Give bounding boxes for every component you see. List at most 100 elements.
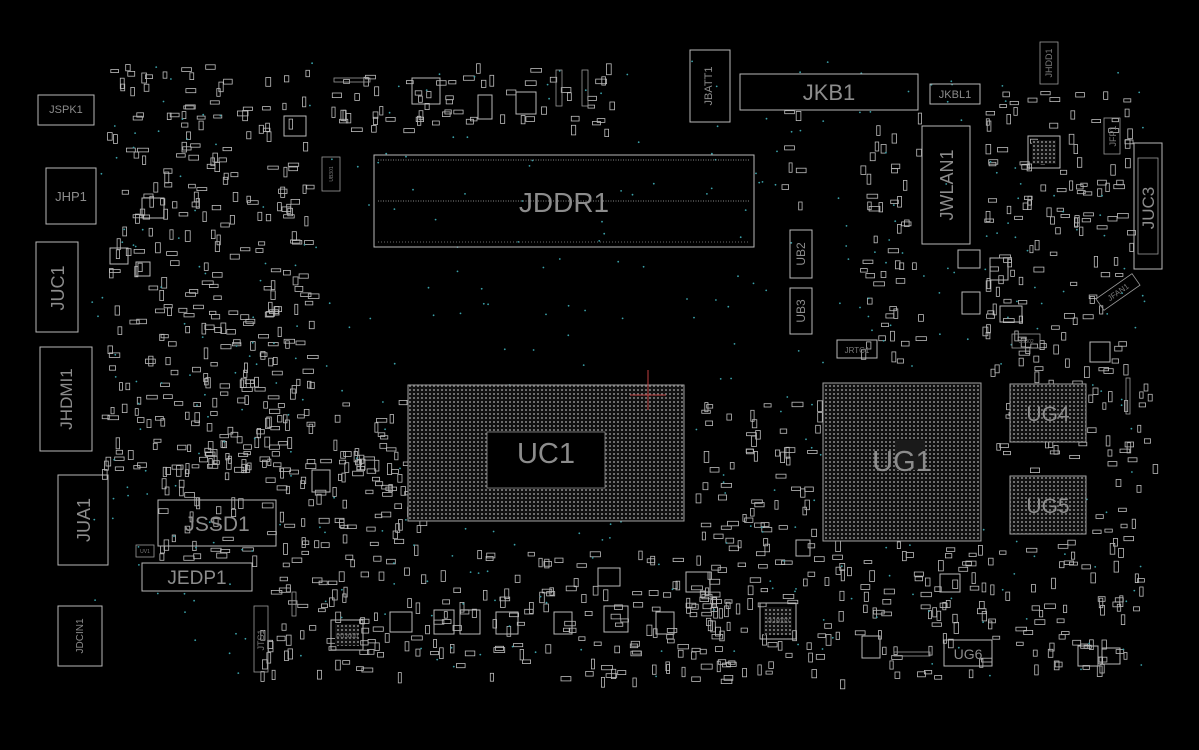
- connector-jedp1[interactable]: JEDP1: [141, 562, 253, 592]
- smd-pad: [832, 554, 843, 560]
- via-dot: [578, 532, 581, 535]
- smd-pad: [554, 557, 564, 563]
- connector-jdcin1[interactable]: JDCIN1: [57, 605, 103, 667]
- chip-ic[interactable]: [655, 611, 675, 635]
- connector-jfan1[interactable]: JFAN1: [1095, 273, 1141, 311]
- chip-ic[interactable]: [861, 635, 881, 659]
- smd-pad: [250, 341, 256, 351]
- smd-pad: [204, 451, 216, 456]
- chip-ic[interactable]: [411, 77, 441, 105]
- via-dot: [290, 475, 292, 477]
- smd-pad: [1051, 325, 1060, 330]
- chip-ic[interactable]: [553, 611, 573, 635]
- chip-uc1[interactable]: UC1: [407, 384, 685, 522]
- chip-ic[interactable]: [603, 605, 629, 633]
- smd-pad: [296, 378, 301, 386]
- chip-ub301[interactable]: UB301: [321, 156, 341, 192]
- connector-jua1[interactable]: JUA1: [57, 474, 109, 566]
- connector-jts1[interactable]: JTS1: [253, 605, 269, 673]
- chip-ic[interactable]: [961, 291, 981, 315]
- smd-pad: [181, 122, 189, 128]
- smd-pad: [691, 585, 703, 591]
- smd-pad: [222, 536, 234, 542]
- chip-ic[interactable]: [957, 249, 981, 269]
- connector-jhdmi1[interactable]: JHDMI1: [39, 346, 93, 452]
- connector-jwlan1[interactable]: JWLAN1: [921, 125, 971, 245]
- chip-ic[interactable]: [893, 651, 931, 657]
- chip-ug1[interactable]: UG1: [822, 382, 982, 542]
- connector-juc1[interactable]: JUC1: [35, 241, 79, 333]
- chip-ic[interactable]: [989, 257, 1009, 281]
- chip-ic[interactable]: [555, 69, 563, 107]
- connector-jhdd1[interactable]: JHDD1: [1039, 41, 1059, 85]
- connector-jbatt1[interactable]: JBATT1: [689, 49, 731, 123]
- connector-jhp1[interactable]: JHP1: [45, 167, 97, 225]
- via-dot: [413, 544, 415, 546]
- smd-pad: [632, 677, 637, 688]
- label-jua1: JUA1: [74, 498, 94, 542]
- connector-jfp1[interactable]: JFP1: [1103, 117, 1121, 155]
- chip-ic[interactable]: [291, 591, 297, 617]
- chip-ug5[interactable]: UG5: [1009, 475, 1087, 535]
- chip-pu8000[interactable]: PU8000: [759, 602, 797, 640]
- chip-ic[interactable]: [109, 247, 129, 265]
- chip-ic[interactable]: [433, 609, 455, 635]
- chip-ic[interactable]: [1077, 645, 1099, 667]
- chip-ub2[interactable]: UB2: [789, 229, 813, 279]
- chip-ic[interactable]: [1027, 135, 1061, 169]
- chip-ic[interactable]: [795, 539, 811, 557]
- chip-ic[interactable]: [135, 261, 151, 277]
- chip-ic[interactable]: [685, 571, 711, 593]
- chip-ic[interactable]: [515, 91, 537, 115]
- chip-ub3[interactable]: UB3: [789, 287, 813, 335]
- connector-jkb1[interactable]: JKB1: [739, 73, 919, 111]
- chip-us302[interactable]: US302: [1011, 333, 1041, 349]
- connector-jkbl1[interactable]: JKBL1: [929, 83, 981, 105]
- smd-pad: [163, 394, 173, 400]
- smd-pad: [709, 578, 721, 585]
- smd-pad: [565, 585, 577, 592]
- connector-juc3[interactable]: JUC3: [1133, 142, 1163, 270]
- via-dot: [888, 574, 891, 577]
- chip-ic[interactable]: [1089, 341, 1111, 363]
- smd-pad: [338, 459, 347, 465]
- chip-pu3000[interactable]: PU3000: [330, 619, 364, 651]
- connector-jddr1[interactable]: JDDR1: [373, 154, 755, 248]
- via-dot: [324, 600, 327, 603]
- via-dot: [451, 555, 454, 557]
- chip-ic[interactable]: [495, 611, 519, 635]
- chip-ic[interactable]: [477, 94, 493, 120]
- via-dot: [783, 560, 785, 562]
- smd-pad: [133, 248, 145, 254]
- smd-pad: [707, 620, 713, 632]
- connector-jspk1[interactable]: JSPK1: [37, 94, 95, 126]
- chip-ic[interactable]: [333, 77, 371, 83]
- via-dot: [259, 279, 262, 282]
- smd-pad: [519, 649, 524, 661]
- chip-ic[interactable]: [389, 611, 413, 633]
- connector-jssd1[interactable]: JSSD1: [157, 499, 277, 547]
- smd-pad: [445, 95, 454, 101]
- smd-pad: [1068, 133, 1075, 145]
- chip-ug4[interactable]: UG4: [1009, 383, 1087, 443]
- smd-pad: [896, 358, 904, 364]
- chip-ic[interactable]: [581, 69, 589, 107]
- chip-ic[interactable]: [311, 469, 331, 493]
- chip-ic[interactable]: [597, 567, 621, 587]
- chip-ug6[interactable]: UG6: [943, 639, 993, 667]
- via-dot: [953, 271, 956, 274]
- smd-pad: [254, 436, 260, 448]
- chip-ic[interactable]: [1101, 647, 1121, 665]
- chip-ic[interactable]: [283, 115, 307, 137]
- chip-ic[interactable]: [459, 609, 481, 635]
- smd-pad: [318, 517, 330, 524]
- connector-jrtc1[interactable]: JRTC1: [836, 339, 878, 359]
- chip-uv1[interactable]: UV1: [135, 544, 155, 558]
- smd-pad: [367, 639, 376, 644]
- chip-ic[interactable]: [999, 305, 1023, 323]
- chip-ic[interactable]: [939, 573, 961, 593]
- chip-ic[interactable]: [141, 197, 165, 219]
- via-layer: [91, 60, 1146, 678]
- chip-ic[interactable]: [1125, 377, 1131, 415]
- via-dot: [459, 312, 462, 315]
